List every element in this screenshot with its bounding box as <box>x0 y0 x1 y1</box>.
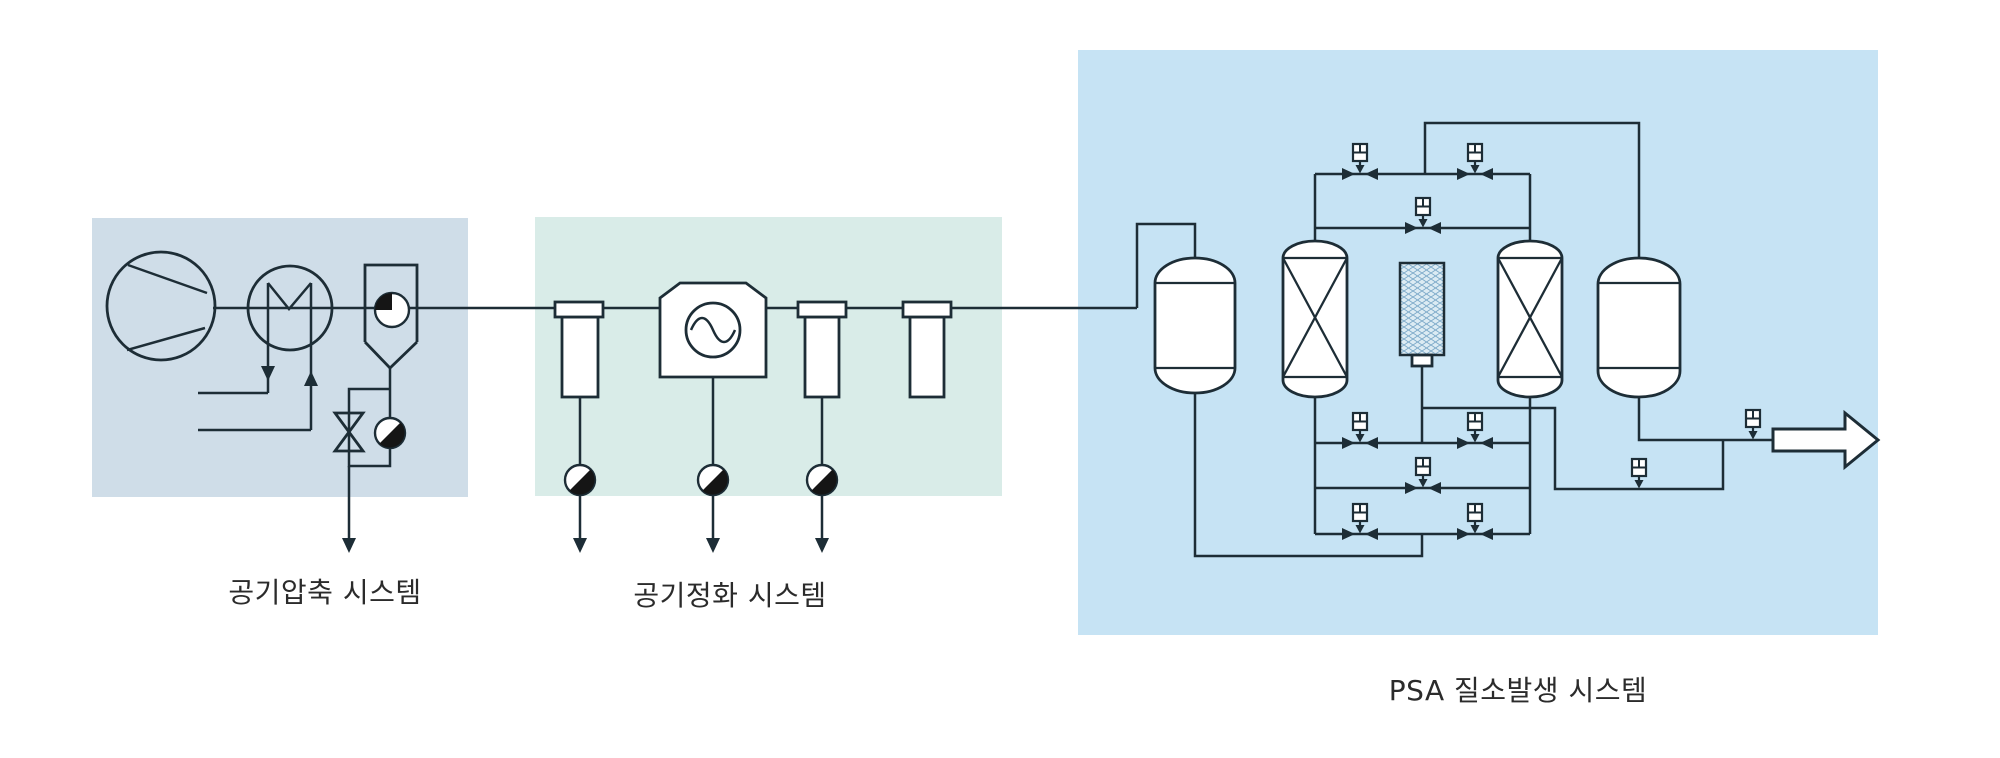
auto-drain-icon <box>696 463 730 497</box>
auto-drain-icon <box>563 463 597 497</box>
flow-up-arrow-icon <box>304 371 318 386</box>
feed-bottom-pipe <box>1193 390 1424 558</box>
purification-section-label: 공기정화 시스템 <box>633 579 827 612</box>
filter-2-drain <box>805 397 839 553</box>
auto-drain-icon <box>373 416 407 450</box>
adsorber-tower-a <box>1281 239 1349 399</box>
exhaust-silencer <box>1398 261 1446 368</box>
air-buffer-tank <box>1153 256 1237 395</box>
filter-1-drain <box>563 397 597 553</box>
after-cooler-icon <box>198 264 334 432</box>
dryer-drain <box>696 377 730 553</box>
separator-drain-circuit <box>332 368 407 553</box>
drain-outlet-arrow-icon <box>815 538 829 553</box>
line-filter-1-icon <box>553 300 605 399</box>
nitrogen-outlet-pipe <box>1637 395 1773 442</box>
pressure-indicator-icon <box>373 291 411 329</box>
drain-outlet-arrow-icon <box>706 538 720 553</box>
product-riser-pipe <box>1423 121 1641 260</box>
refrigerant-wave-icon <box>689 316 737 344</box>
drain-outlet-arrow-icon <box>342 538 356 553</box>
feed-riser-pipe <box>1135 222 1197 308</box>
manual-drain-valve-icon <box>332 411 366 453</box>
psa-section-label: PSA 질소발생 시스템 <box>1388 674 1648 707</box>
refrigerated-dryer-icon <box>658 281 768 379</box>
vent-tie-pipe <box>1422 406 1725 491</box>
line-filter-2-icon <box>796 300 848 399</box>
nitrogen-outlet-arrow-icon <box>1771 409 1881 471</box>
air-compressor-icon <box>105 250 217 362</box>
line-filter-3-icon <box>901 300 953 399</box>
silencer-nozzle <box>1410 353 1434 368</box>
flow-down-arrow-icon <box>261 366 275 381</box>
nitrogen-product-tank <box>1596 256 1682 399</box>
compression-section-label: 공기압축 시스템 <box>228 576 422 609</box>
drain-outlet-arrow-icon <box>573 538 587 553</box>
auto-drain-icon <box>805 463 839 497</box>
adsorber-tower-b <box>1496 239 1564 399</box>
psa-piping <box>1135 121 1773 558</box>
